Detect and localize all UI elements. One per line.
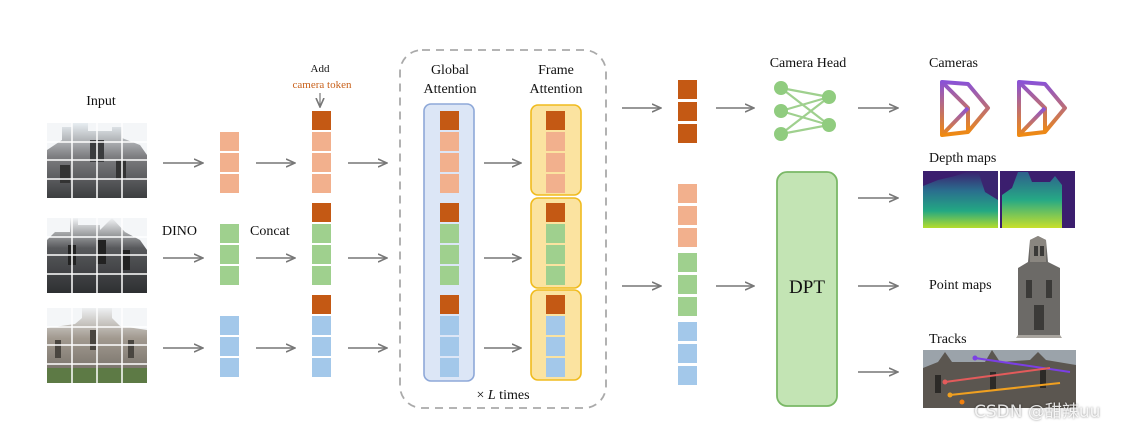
neural-network-icon — [774, 81, 836, 141]
input-image-2-patch-grid — [47, 218, 147, 293]
camera-head-label: Camera Head — [769, 56, 847, 71]
global-attention-tokens-frame-1 — [440, 111, 459, 193]
arrows-global-to-frame — [484, 163, 520, 348]
dino-label: DINO — [162, 224, 197, 239]
dino-tokens-frame-2 — [220, 224, 239, 285]
point-maps-label: Point maps — [929, 278, 992, 293]
camera-token-label: camera token — [292, 79, 352, 91]
dpt-head-box — [776, 171, 838, 407]
arrows-heads-to-outputs — [858, 108, 897, 372]
tracks-image — [923, 350, 1076, 408]
arrows-input-to-dino — [163, 163, 202, 348]
frame-attention-tokens-frame-3 — [546, 295, 565, 377]
arrows-concat-to-global — [348, 163, 386, 348]
concat-tokens-frame-1 — [312, 111, 331, 193]
dino-tokens-frame-1 — [220, 132, 239, 193]
output-image-tokens — [678, 184, 697, 385]
global-attention-tokens-frame-2 — [440, 203, 459, 285]
global-attention-tokens-frame-3 — [440, 295, 459, 377]
watermark: CSDN @甜辣uu — [974, 402, 1101, 422]
depth-map-2 — [1000, 171, 1075, 228]
concat-tokens-frame-3 — [312, 295, 331, 377]
frame-attention-tokens-frame-2 — [546, 203, 565, 285]
input-label: Input — [86, 94, 116, 109]
depth-map-1 — [923, 171, 998, 228]
cameras-label: Cameras — [929, 56, 978, 71]
dino-tokens-frame-3 — [220, 316, 239, 377]
arrows-dino-to-concat — [256, 163, 294, 348]
depth-maps-label: Depth maps — [929, 151, 997, 166]
camera-frustum-icon — [940, 80, 1067, 137]
frame-attention-title-2: Attention — [529, 82, 583, 97]
concat-label: Concat — [250, 224, 290, 239]
arrows-tokens-to-heads — [716, 108, 753, 286]
global-attention-title-2: Attention — [423, 82, 477, 97]
arrows-block-output — [622, 108, 660, 286]
tracks-label: Tracks — [929, 332, 967, 347]
frame-attention-title-1: Frame — [538, 63, 574, 78]
input-image-3-patch-grid — [47, 308, 147, 383]
l-times-label: × L times — [476, 388, 530, 403]
global-attention-title-1: Global — [430, 63, 470, 78]
dpt-label: DPT — [789, 277, 825, 298]
frame-attention-tokens-frame-1 — [546, 111, 565, 193]
add-label: Add — [310, 63, 330, 75]
input-image-1-patch-grid — [47, 123, 147, 198]
output-camera-tokens — [678, 80, 697, 143]
concat-tokens-frame-2 — [312, 203, 331, 285]
alternating-attention-block — [399, 49, 607, 409]
point-map-image — [1016, 236, 1062, 338]
